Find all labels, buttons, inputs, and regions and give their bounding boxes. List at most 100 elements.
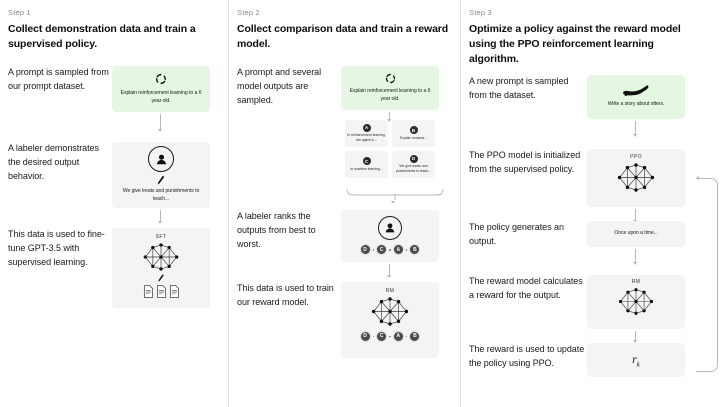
sft-card-label: SFT — [155, 233, 167, 240]
output-option: A In reinforcement learning, the agent i… — [345, 119, 388, 147]
neural-network-icon — [618, 287, 654, 315]
rank-badge: C — [376, 244, 388, 256]
neural-network-icon — [143, 243, 179, 271]
rank-badge: B — [409, 244, 421, 256]
prompt-card-step2-caption: Explain reinforcement learning to a 6 ye… — [349, 88, 431, 102]
ppo-model-card: PPO — [587, 148, 685, 207]
reward-symbol: rk — [632, 352, 640, 368]
rank-separator — [372, 249, 375, 251]
rank-badge: B — [409, 330, 421, 342]
connector-line — [160, 113, 161, 130]
rm-card-label: RM — [385, 287, 395, 294]
neural-network-icon — [371, 297, 409, 326]
prompt-card-step1: Explain reinforcement learning to a 6 ye… — [112, 65, 210, 112]
rank-badge: C — [376, 330, 388, 342]
step-3-row-prompt: A new prompt is sampled from the dataset… — [469, 74, 712, 149]
step-1-row-prompt-text: A prompt is sampled from our prompt data… — [8, 66, 109, 91]
step-3-row-prompt-text: A new prompt is sampled from the dataset… — [469, 75, 569, 100]
connector-arrow — [632, 261, 637, 265]
step-2-label: Step 2 — [237, 8, 260, 17]
neural-network-icon — [617, 163, 655, 192]
labeler-card-step1-caption: We give treats and punishments to teach.… — [122, 188, 200, 202]
person-icon — [148, 146, 174, 173]
labeler-card-step1: We give treats and punishments to teach.… — [112, 141, 210, 208]
step-1-label: Step 1 — [8, 8, 31, 17]
connector-arrow — [390, 200, 395, 204]
otter-icon — [623, 85, 649, 97]
step-2-row-rm: This data is used to train our reward mo… — [237, 281, 452, 366]
sft-card: SFT — [112, 227, 210, 308]
step-1-row-sft: This data is used to fine-tune GPT-3.5 w… — [8, 227, 220, 320]
connector-line — [389, 111, 390, 120]
pen-icon — [157, 175, 165, 185]
policy-output-caption: Once upon a time... — [614, 229, 658, 236]
rank-separator — [372, 335, 375, 338]
step-2-row-prompt: A prompt and several model outputs are s… — [237, 65, 452, 204]
step-2-row-ranker: A labeler ranks the outputs from best to… — [237, 209, 452, 282]
output-text: In reinforcement learning, the agent is.… — [347, 133, 386, 143]
brace-connector — [346, 188, 444, 200]
step-2-column: Step 2 Collect comparison data and train… — [228, 0, 460, 407]
ppo-feedback-loop — [696, 178, 718, 372]
step-2-title: Collect comparison data and train a rewa… — [237, 23, 449, 50]
step-2-row-rm-text: This data is used to train our reward mo… — [237, 282, 334, 307]
step-2-row-ranker-text: A labeler ranks the outputs from best to… — [237, 210, 316, 249]
connector-arrow — [157, 128, 162, 132]
ranking-row: D C A B — [359, 244, 421, 256]
rank-badge: D — [359, 244, 371, 256]
output-text: In machine learning... — [350, 166, 383, 171]
output-badge: A — [362, 123, 371, 132]
step-3-row-ppo-text: The PPO model is initialized from the su… — [469, 149, 581, 174]
connector-line — [635, 248, 636, 263]
pen-icon — [158, 274, 164, 282]
ranker-card: D C A B — [341, 209, 439, 262]
step-1-column: Step 1 Collect demonstration data and tr… — [0, 0, 228, 407]
step-3-row-output-text: The policy generates an output. — [469, 221, 564, 246]
step-3-row-reward: The reward is used to update the policy … — [469, 342, 712, 387]
connector-line — [635, 208, 636, 221]
connector-arrow — [157, 220, 162, 224]
step-1-row-prompt: A prompt is sampled from our prompt data… — [8, 65, 220, 142]
connector-line — [635, 120, 636, 135]
reward-value-card: rk — [587, 342, 685, 377]
connector-arrow — [632, 133, 637, 137]
rank-badge: A — [392, 244, 404, 256]
prompt-card-step1-caption: Explain reinforcement learning to a 6 ye… — [120, 90, 202, 104]
rm-card-label-step3: RM — [631, 278, 641, 285]
step-1-row-labeler: A labeler demonstrates the desired outpu… — [8, 141, 220, 228]
ppo-card-label: PPO — [630, 153, 642, 160]
prompt-card-step2: Explain reinforcement learning to a 6 ye… — [341, 65, 439, 110]
rank-separator — [405, 335, 408, 338]
rank-badge: A — [392, 330, 404, 342]
connector-arrow — [632, 339, 637, 343]
person-icon — [378, 216, 402, 241]
ppo-feedback-arrow — [696, 175, 699, 180]
prompt-card-step3-caption: Write a story about otters. — [607, 101, 665, 108]
prompt-card-step3: Write a story about otters. — [587, 74, 685, 119]
documents-icon — [143, 285, 180, 298]
reward-symbol-sub: k — [636, 359, 640, 368]
output-text: We give treats and punishments to teach.… — [395, 164, 432, 174]
reward-symbol-base: r — [632, 351, 637, 366]
policy-output-card: Once upon a time... — [587, 220, 685, 247]
output-option: B Explain rewards... — [392, 119, 435, 147]
rank-separator — [405, 249, 408, 251]
reward-model-card-step3: RM — [587, 274, 685, 329]
output-option: C In machine learning... — [345, 150, 388, 178]
step-1-row-sft-text: This data is used to fine-tune GPT-3.5 w… — [8, 228, 105, 267]
output-option: D We give treats and punishments to teac… — [392, 150, 435, 178]
refresh-cycle-icon — [155, 73, 166, 85]
output-badge: D — [409, 154, 418, 163]
rank-separator — [389, 249, 391, 251]
connector-arrow — [386, 274, 391, 278]
output-text: Explain rewards... — [400, 135, 427, 140]
step-3-row-reward-text: The reward is used to update the policy … — [469, 343, 585, 368]
step-1-row-labeler-text: A labeler demonstrates the desired outpu… — [8, 142, 99, 181]
ranking-row: D C A B — [359, 330, 421, 342]
connector-line — [635, 330, 636, 341]
step-2-row-prompt-text: A prompt and several model outputs are s… — [237, 66, 322, 105]
step-1-title: Collect demonstration data and train a s… — [8, 23, 196, 50]
rank-separator — [389, 335, 391, 338]
connector-arrow — [386, 118, 391, 122]
